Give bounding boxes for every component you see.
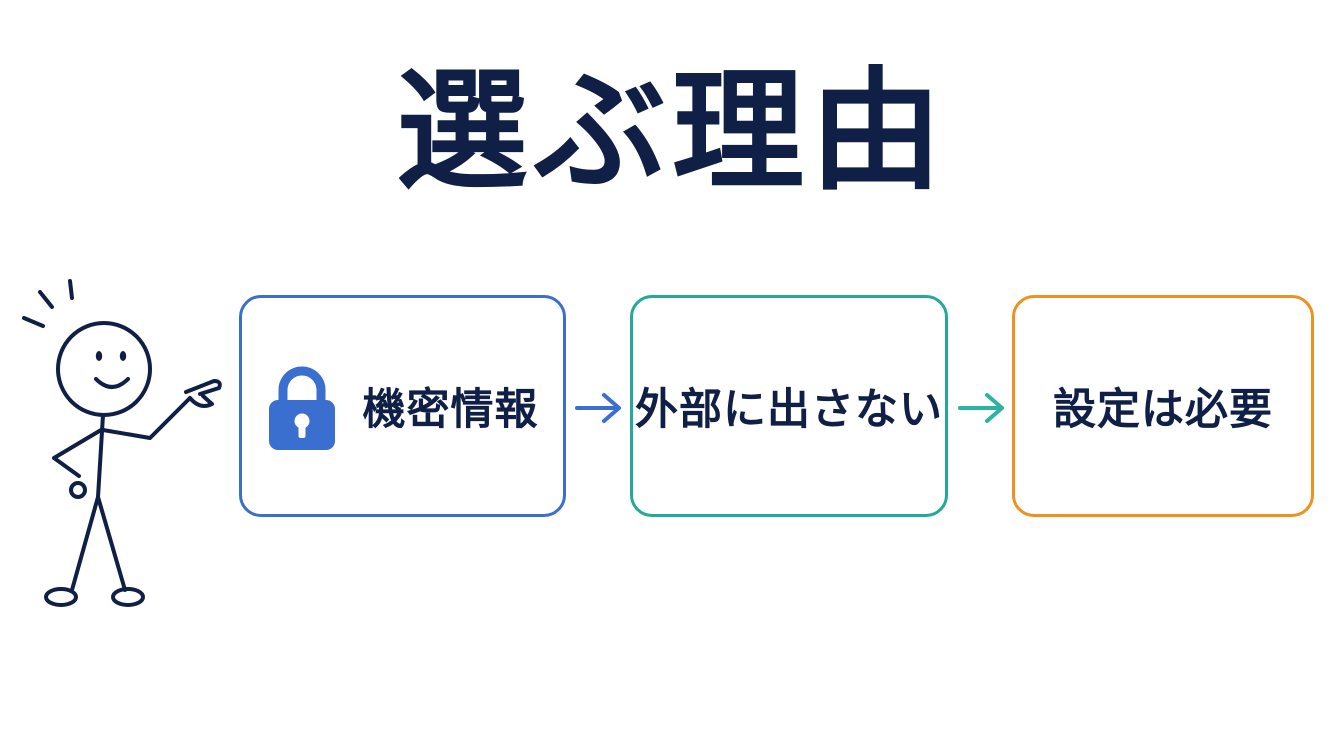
arrow-right-icon (575, 393, 621, 423)
step-label-confidential: 機密情報 (362, 385, 539, 435)
stick-figure-pointing-icon (22, 279, 222, 607)
step-box-keep-internal: 外部に出さない (630, 295, 948, 517)
step-box-setup-required: 設定は必要 (1012, 295, 1314, 517)
step-box-confidential: 機密情報 (239, 295, 566, 517)
lock-icon (268, 366, 335, 450)
step-label-keep-internal: 外部に出さない (635, 385, 943, 435)
step-label-setup-required: 設定は必要 (1053, 385, 1273, 435)
page-title: 選ぶ理由 (396, 55, 948, 209)
arrow-right-icon (958, 393, 1004, 423)
